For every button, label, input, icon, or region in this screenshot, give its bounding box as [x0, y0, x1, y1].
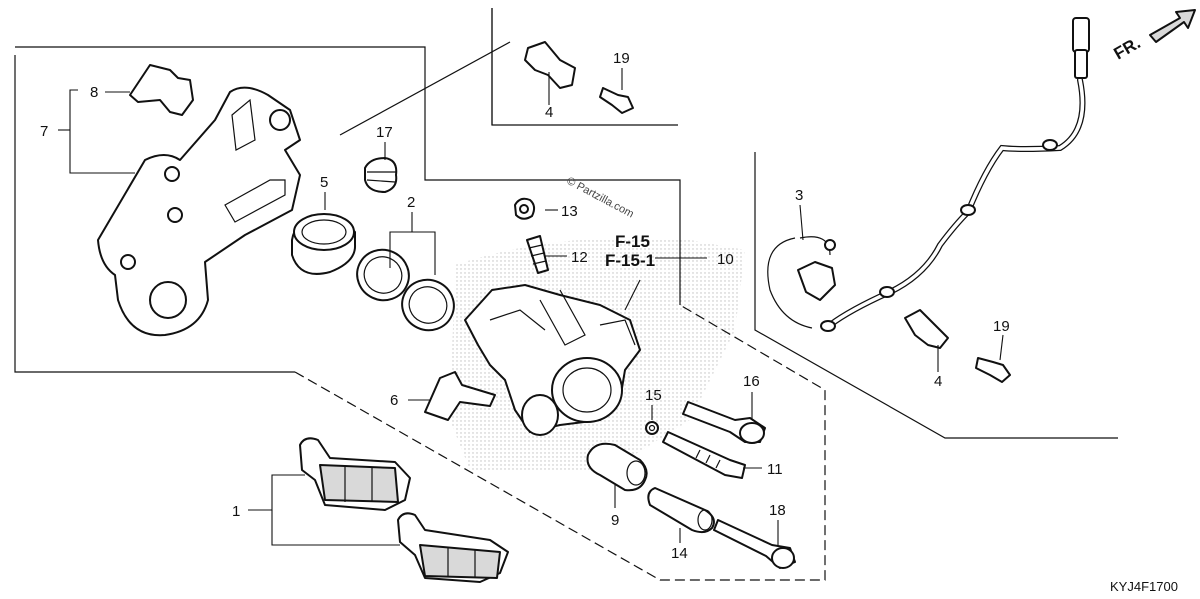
caliper-body-part-10[interactable] — [464, 284, 641, 436]
callout-5: 5 — [320, 174, 328, 191]
piston-seals-part-2[interactable] — [349, 241, 462, 338]
sleeve-part-14[interactable] — [647, 487, 715, 534]
callout-15: 15 — [645, 387, 662, 404]
washer-part-15[interactable] — [645, 421, 659, 435]
bleeder-valve-part-12[interactable] — [526, 235, 549, 274]
piston-part-5[interactable] — [291, 213, 357, 275]
group-outlines — [14, 8, 1118, 581]
reference-label-f15: F-15 — [615, 232, 650, 251]
callout-13: 13 — [561, 203, 578, 220]
callout-19-lower: 19 — [993, 318, 1010, 335]
callout-7: 7 — [40, 123, 48, 140]
callout-19-upper: 19 — [613, 50, 630, 67]
pin-boot-part-9[interactable] — [586, 442, 648, 492]
callout-11: 11 — [767, 461, 783, 478]
callout-6: 6 — [390, 392, 398, 409]
pin-bolt-part-16[interactable] — [682, 401, 766, 444]
brake-pads-part-1[interactable] — [299, 437, 509, 583]
front-direction-indicator: FR. — [1111, 9, 1196, 63]
diagram-code: KYJ4F1700 — [1110, 579, 1178, 594]
boot-part-17[interactable] — [364, 157, 398, 193]
callout-8: 8 — [90, 84, 98, 101]
callout-labels: 1 2 3 4 4 5 6 7 8 9 10 11 12 13 14 15 16… — [40, 50, 1010, 562]
bolt-part-19-lower[interactable] — [975, 357, 1011, 383]
callout-12: 12 — [571, 249, 588, 266]
leader-lines — [58, 68, 1004, 546]
caliper-bracket-part-7[interactable] — [97, 86, 301, 337]
callout-18: 18 — [769, 502, 786, 519]
front-label: FR. — [1111, 33, 1144, 63]
reference-label-f15-1: F-15-1 — [605, 251, 655, 270]
pad-spring-part-8[interactable] — [129, 64, 194, 116]
bolt-part-18[interactable] — [713, 519, 796, 569]
pad-retainer-part-6[interactable] — [424, 371, 496, 421]
callout-16: 16 — [743, 373, 760, 390]
callout-1: 1 — [232, 503, 240, 520]
callout-9: 9 — [611, 512, 619, 529]
callout-10: 10 — [717, 251, 734, 268]
speed-sensor-cable — [820, 17, 1090, 332]
callout-4-upper: 4 — [545, 104, 553, 121]
clamp-part-4-lower[interactable] — [904, 309, 949, 349]
clamp-part-4-upper[interactable] — [524, 41, 576, 89]
reference-labels: F-15 F-15-1 — [605, 232, 655, 270]
callout-17: 17 — [376, 124, 393, 141]
bleeder-cap-part-13[interactable] — [514, 197, 536, 220]
callout-14: 14 — [671, 545, 688, 562]
callout-4-lower: 4 — [934, 373, 942, 390]
bolt-part-19-upper[interactable] — [599, 87, 634, 114]
speed-sensor-part-3[interactable] — [767, 236, 836, 329]
pin-part-11[interactable] — [662, 431, 746, 479]
callout-3: 3 — [795, 187, 803, 204]
callout-2: 2 — [407, 194, 415, 211]
